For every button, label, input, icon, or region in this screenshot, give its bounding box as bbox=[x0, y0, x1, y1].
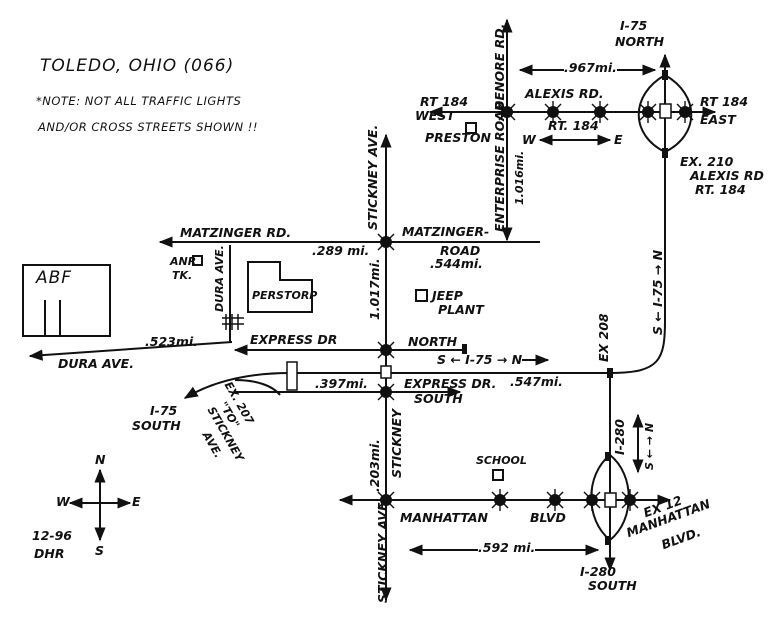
label-south: SOUTH bbox=[414, 391, 463, 406]
label-ex210-3: RT. 184 bbox=[695, 182, 746, 197]
label-dura-ave-vertical: DURA AVE. bbox=[213, 245, 226, 312]
label-rt184-east-1: RT 184 bbox=[700, 94, 749, 109]
label-ex210-2: ALEXIS RD bbox=[690, 168, 764, 183]
credit-date: 12-96 bbox=[32, 528, 72, 543]
label-distance-397: .397mi. bbox=[315, 376, 368, 391]
map-title: TOLEDO, OHIO (066) bbox=[40, 56, 235, 76]
label-stickney-ave-top: STICKNEY AVE. bbox=[365, 124, 380, 230]
label-north: NORTH bbox=[408, 334, 458, 349]
label-i75-south-2: SOUTH bbox=[132, 418, 181, 433]
label-i75-horizontal: S ← I-75 → N bbox=[437, 352, 523, 367]
label-alexis-rd: ALEXIS RD. bbox=[525, 86, 604, 101]
anr-box bbox=[192, 255, 203, 266]
label-i75-vertical: S ← I-75 → N bbox=[650, 249, 665, 335]
label-dura-ave-horizontal: DURA AVE. bbox=[58, 356, 134, 371]
i75-main-curve bbox=[609, 160, 666, 374]
label-manhattan: MANHATTAN bbox=[400, 510, 489, 525]
label-rt184-mid: RT. 184 bbox=[548, 118, 599, 133]
label-distance-1016: 1.016mi. bbox=[513, 150, 526, 205]
traffic-light bbox=[673, 100, 697, 124]
label-enterprise-road: ENTERPRISE ROAD bbox=[492, 100, 507, 232]
compass-north: N bbox=[95, 452, 106, 467]
traffic-light bbox=[374, 380, 398, 404]
compass-south: S bbox=[95, 543, 105, 558]
label-benore-rd: BENORE RD. bbox=[492, 23, 507, 110]
label-blvd: BLVD bbox=[530, 510, 566, 525]
label-distance-1017: 1.017mi. bbox=[367, 258, 382, 320]
label-alexis-w: W bbox=[522, 132, 536, 147]
label-i280-south-2: SOUTH bbox=[588, 578, 637, 593]
preston-box bbox=[465, 122, 477, 134]
school-box bbox=[492, 469, 504, 481]
label-rt184-east-2: EAST bbox=[700, 112, 736, 127]
label-jeep-1: JEEP bbox=[432, 288, 463, 303]
label-matzinger-rd-west: MATZINGER RD. bbox=[180, 225, 292, 240]
label-express-dr-south: EXPRESS DR. bbox=[404, 376, 497, 391]
compass-east: E bbox=[132, 494, 141, 509]
label-school: SCHOOL bbox=[476, 454, 527, 467]
label-anr-1: ANR bbox=[170, 255, 197, 268]
label-stickney-lower: STICKNEY bbox=[389, 408, 404, 478]
label-alexis-e: E bbox=[614, 132, 623, 147]
label-distance-523: .523mi. bbox=[145, 334, 198, 349]
label-preston: PRESTON bbox=[425, 130, 491, 145]
label-express-dr-north: EXPRESS DR bbox=[250, 332, 338, 347]
map-note-line2: AND/OR CROSS STREETS SHOWN !! bbox=[38, 120, 258, 134]
label-jeep-2: PLANT bbox=[438, 302, 484, 317]
label-distance-547: .547mi. bbox=[510, 374, 563, 389]
abf-building bbox=[22, 264, 111, 337]
label-i280-south-1: I-280 bbox=[580, 564, 616, 579]
credit-initials: DHR bbox=[34, 546, 65, 561]
compass-west: W bbox=[56, 494, 70, 509]
label-i75-south-1: I-75 bbox=[150, 403, 178, 418]
map-note-line1: *NOTE: NOT ALL TRAFFIC LIGHTS bbox=[36, 94, 242, 108]
label-distance-203: .203mi. bbox=[367, 439, 382, 492]
label-anr-2: TK. bbox=[172, 269, 193, 282]
label-distance-544: .544mi. bbox=[430, 256, 483, 271]
label-rt184-west-2: WEST bbox=[415, 108, 455, 123]
label-matzinger-road-east-2: ROAD bbox=[440, 243, 481, 258]
label-rt184-west-1: RT 184 bbox=[420, 94, 469, 109]
jeep-box bbox=[415, 289, 428, 302]
label-distance-592: .592 mi. bbox=[478, 540, 536, 555]
label-distance-967: .967mi. bbox=[564, 60, 617, 75]
label-distance-289: .289 mi. bbox=[312, 243, 370, 258]
label-ex208: EX 208 bbox=[596, 313, 611, 362]
traffic-light bbox=[580, 488, 604, 512]
label-stickney-bottom: STICKNEY AVE. bbox=[375, 497, 390, 603]
label-i75-north-2: NORTH bbox=[615, 34, 665, 49]
label-ex210-1: EX. 210 bbox=[680, 154, 734, 169]
traffic-light bbox=[636, 100, 660, 124]
traffic-light bbox=[618, 488, 642, 512]
label-i75-north-1: I-75 bbox=[620, 18, 648, 33]
traffic-light bbox=[543, 488, 567, 512]
traffic-light bbox=[374, 338, 398, 362]
traffic-light bbox=[488, 488, 512, 512]
perstorp-building bbox=[247, 261, 313, 313]
label-matzinger-road-east-1: MATZINGER- bbox=[402, 224, 490, 239]
label-abf: ABF bbox=[36, 268, 73, 288]
traffic-light bbox=[374, 230, 398, 254]
label-perstorp: PERSTORP bbox=[252, 289, 318, 302]
dura-avenue-road bbox=[28, 341, 233, 361]
label-i280-vertical: I-280 bbox=[612, 419, 627, 455]
label-i280-sn: S ← → N bbox=[643, 422, 656, 470]
